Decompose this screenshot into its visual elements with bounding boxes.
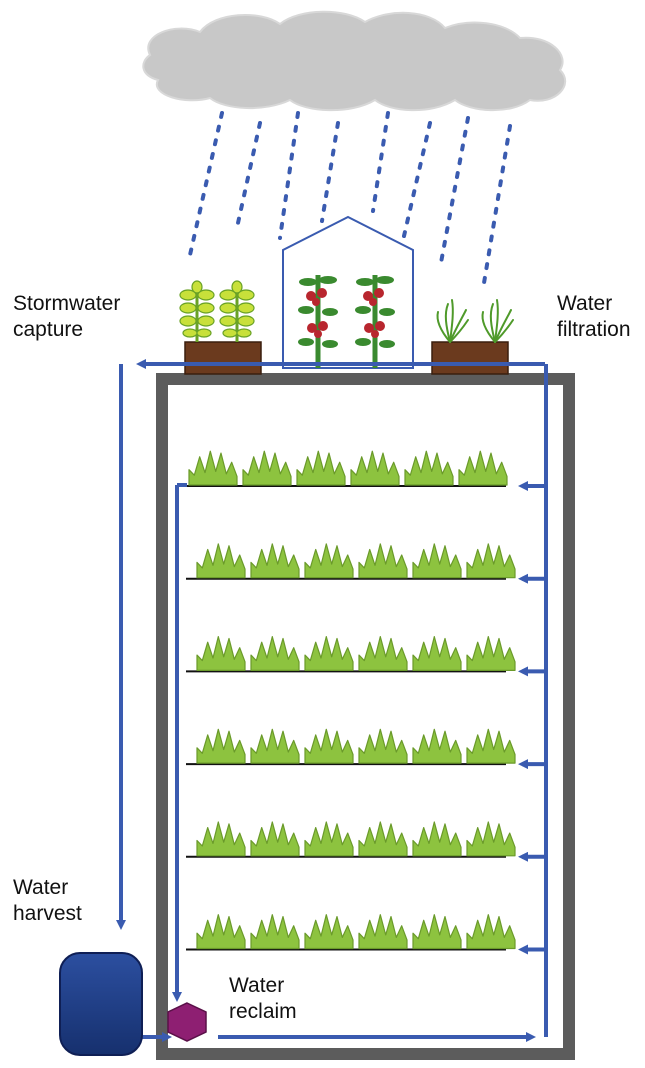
lettuce-plant-icon — [358, 543, 408, 579]
stormwater-capture-label: Stormwater capture — [13, 291, 120, 343]
lettuce-plant-icon — [250, 543, 300, 579]
lettuce-plant-icon — [412, 636, 462, 671]
harvest-label-line2: harvest — [13, 902, 82, 925]
reclaim-label-line1: Water — [229, 974, 285, 997]
rain-drops — [188, 111, 512, 285]
lettuce-plant-icon — [250, 914, 300, 950]
lettuce-plant-icon — [196, 728, 246, 764]
water-harvest-label: Water harvest — [13, 875, 82, 927]
lettuce-plant-icon — [350, 450, 400, 486]
rooftop-planter-right — [431, 299, 514, 375]
harvest-label-line1: Water — [13, 876, 69, 899]
lettuce-plant-icon — [304, 543, 354, 579]
filtration-label-line2: filtration — [557, 318, 631, 341]
leafy-plant-icon — [179, 280, 215, 342]
water-harvest-tank — [59, 952, 143, 1056]
tomato-plant-icon — [298, 275, 338, 368]
lettuce-plant-icon — [466, 821, 516, 857]
rooftop-planter-left — [179, 280, 262, 375]
filtration-label-line1: Water — [557, 292, 613, 315]
lettuce-plant-icon — [358, 821, 408, 857]
lettuce-plant-icon — [412, 914, 462, 950]
grass-plant-icon — [481, 299, 514, 343]
lettuce-plant-icon — [196, 636, 246, 671]
water-reclaim-label: Water reclaim — [229, 973, 297, 1025]
lettuce-plant-icon — [466, 914, 516, 950]
lettuce-plant-icon — [404, 450, 454, 486]
lettuce-plant-icon — [466, 543, 516, 579]
growing-tiers — [186, 450, 546, 955]
rain-cloud — [142, 10, 567, 112]
lettuce-plant-icon — [412, 821, 462, 857]
lettuce-plant-icon — [458, 450, 508, 486]
lettuce-plant-icon — [304, 914, 354, 950]
leafy-plant-icon — [219, 280, 255, 342]
lettuce-plant-icon — [250, 821, 300, 857]
lettuce-plant-icon — [188, 450, 238, 486]
lettuce-plant-icon — [304, 728, 354, 764]
rooftop-greenhouse — [282, 215, 414, 369]
lettuce-plant-icon — [196, 543, 246, 579]
stormwater-label-line1: Stormwater — [13, 292, 121, 315]
lettuce-plant-icon — [242, 450, 292, 486]
lettuce-plant-icon — [250, 728, 300, 764]
building-frame — [156, 373, 575, 1060]
lettuce-plant-icon — [196, 914, 246, 950]
lettuce-plant-icon — [304, 821, 354, 857]
water-reclaim-valve-icon — [167, 1002, 207, 1042]
lettuce-plant-icon — [412, 728, 462, 764]
stormwater-label-line2: capture — [13, 318, 84, 341]
tomato-plant-icon — [355, 275, 395, 368]
lettuce-plant-icon — [196, 821, 246, 857]
reclaim-label-line2: reclaim — [229, 1000, 297, 1023]
water-filtration-label: Water filtration — [557, 291, 631, 343]
lettuce-plant-icon — [304, 636, 354, 671]
lettuce-plant-icon — [412, 543, 462, 579]
lettuce-plant-icon — [358, 636, 408, 671]
lettuce-plant-icon — [358, 728, 408, 764]
lettuce-plant-icon — [466, 636, 516, 671]
grass-plant-icon — [436, 299, 469, 343]
water-pipes — [116, 359, 548, 1042]
lettuce-plant-icon — [358, 914, 408, 950]
lettuce-plant-icon — [466, 728, 516, 764]
lettuce-plant-icon — [250, 636, 300, 671]
lettuce-plant-icon — [296, 450, 346, 486]
